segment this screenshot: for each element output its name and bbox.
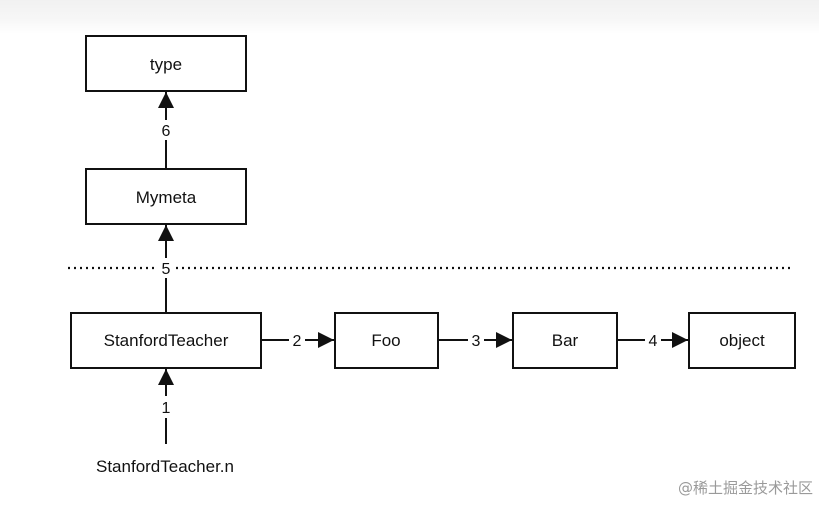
edge-label-3: 3 [472, 333, 481, 350]
edge-label-bg [156, 258, 176, 278]
node-object: object [688, 312, 796, 369]
edge-label-bg [645, 330, 661, 350]
watermark: @稀土掘金技术社区 [677, 479, 813, 497]
edge-label-bg [468, 330, 484, 350]
edge-label-2: 2 [293, 333, 302, 350]
node-bar-label: Bar [552, 331, 579, 350]
edge-label-bg [289, 330, 305, 350]
node-foo: Foo [334, 312, 439, 369]
edge-label-1: 1 [162, 400, 171, 417]
node-mymeta-label: Mymeta [136, 188, 197, 207]
edge-label-bg [154, 120, 178, 140]
node-stanford-teacher: StanfordTeacher [70, 312, 262, 369]
instance-label: StanfordTeacher.n [96, 457, 234, 476]
edge-label-4: 4 [649, 333, 658, 350]
edge-label-5: 5 [162, 261, 171, 278]
node-type: type [85, 35, 247, 92]
node-stanford-teacher-label: StanfordTeacher [104, 331, 229, 350]
node-foo-label: Foo [371, 331, 400, 350]
edge-label-bg [154, 396, 178, 418]
edge-label-6: 6 [162, 123, 171, 140]
node-bar: Bar [512, 312, 618, 369]
node-type-label: type [150, 55, 182, 74]
top-bar [0, 0, 819, 34]
node-object-label: object [719, 331, 765, 350]
node-mymeta: Mymeta [85, 168, 247, 225]
